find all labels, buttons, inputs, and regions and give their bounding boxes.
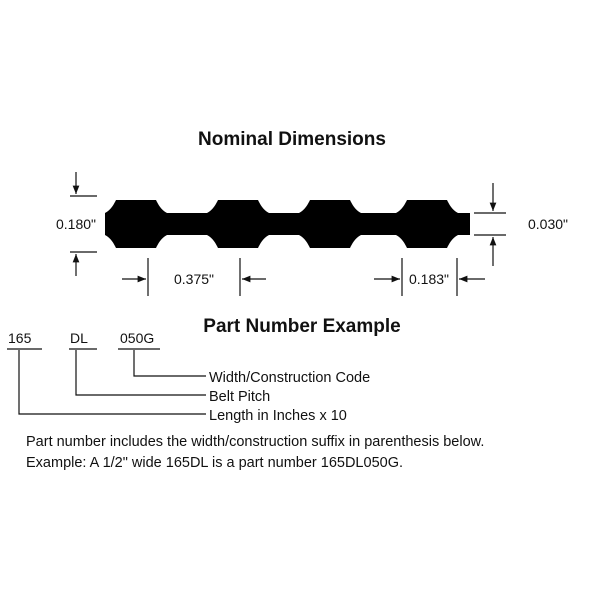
note-line-2: Example: A 1/2" wide 165DL is a part num…: [26, 455, 403, 471]
width-construction-label: Width/Construction Code: [209, 370, 370, 386]
note-line-1: Part number includes the width/construct…: [26, 434, 484, 450]
part-number-title: Part Number Example: [203, 316, 400, 337]
width-code: 050G: [120, 330, 154, 346]
belt-profile: [105, 200, 470, 248]
width-leader: [133, 350, 206, 377]
land-thickness-label: 0.030": [528, 216, 568, 232]
belt-height-label: 0.180": [56, 216, 96, 232]
pitch-label: 0.375": [174, 271, 214, 287]
length-leader: [18, 350, 206, 415]
pitch-leader: [75, 350, 206, 396]
length-code: 165: [8, 330, 32, 346]
tooth-width-label: 0.183": [409, 271, 449, 287]
belt-pitch-label: Belt Pitch: [209, 389, 270, 405]
length-label: Length in Inches x 10: [209, 408, 347, 424]
nominal-dimensions-title: Nominal Dimensions: [198, 129, 386, 150]
pitch-code: DL: [70, 330, 88, 346]
